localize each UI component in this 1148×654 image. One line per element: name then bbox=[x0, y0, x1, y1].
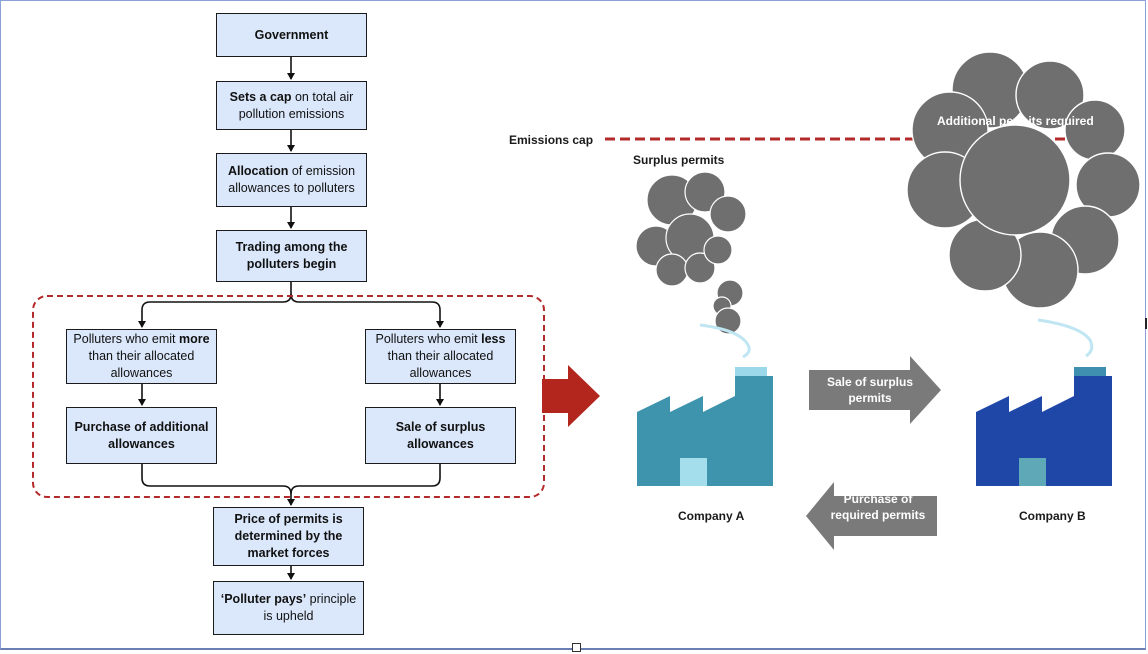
company-a-label: Company A bbox=[678, 509, 745, 523]
additional-permits-label: Additional permits required bbox=[937, 114, 1094, 128]
sale-arrow-shape bbox=[809, 356, 941, 424]
box-sale-surplus: Sale of surplus allowances bbox=[365, 407, 516, 464]
company-b-label: Company B bbox=[1019, 509, 1086, 523]
box-emit-less: Polluters who emit less than their alloc… bbox=[365, 329, 516, 384]
company-b-factory bbox=[976, 367, 1112, 486]
box-trading: Trading among the polluters begin bbox=[216, 230, 367, 282]
box-government: Government bbox=[216, 13, 367, 57]
company-a-vapor bbox=[699, 323, 751, 359]
box-purchase-additional: Purchase of additional allowances bbox=[66, 407, 217, 464]
box-allocation: Allocation of emission allowances to pol… bbox=[216, 153, 367, 207]
connector-merge-right bbox=[290, 464, 441, 495]
company-a-smoke bbox=[635, 171, 747, 335]
edge-marker bbox=[1145, 318, 1147, 329]
resize-handle[interactable] bbox=[572, 643, 581, 652]
sale-arrow-label: Sale of surplus permits bbox=[826, 375, 914, 405]
surplus-permits-label: Surplus permits bbox=[633, 153, 725, 167]
connector-split bbox=[138, 282, 292, 328]
connector-split-right bbox=[290, 293, 444, 328]
big-red-arrow bbox=[542, 365, 600, 427]
box-polluter-pays: ‘Polluter pays’ principle is upheld bbox=[213, 581, 364, 635]
emissions-cap-label: Emissions cap bbox=[509, 133, 594, 147]
company-b-vapor bbox=[1037, 318, 1094, 358]
trading-group-outline bbox=[32, 295, 545, 498]
box-emit-more: Polluters who emit more than their alloc… bbox=[66, 329, 217, 384]
box-sets-cap: Sets a cap on total air pollution emissi… bbox=[216, 81, 367, 130]
box-price-permits: Price of permits is determined by the ma… bbox=[213, 507, 364, 566]
purchase-arrow-shape bbox=[806, 482, 937, 550]
purchase-arrow-label: Purchase of required permits bbox=[830, 492, 926, 522]
company-a-factory bbox=[637, 367, 773, 486]
connector-merge bbox=[141, 464, 295, 506]
company-b-smoke bbox=[906, 51, 1141, 309]
